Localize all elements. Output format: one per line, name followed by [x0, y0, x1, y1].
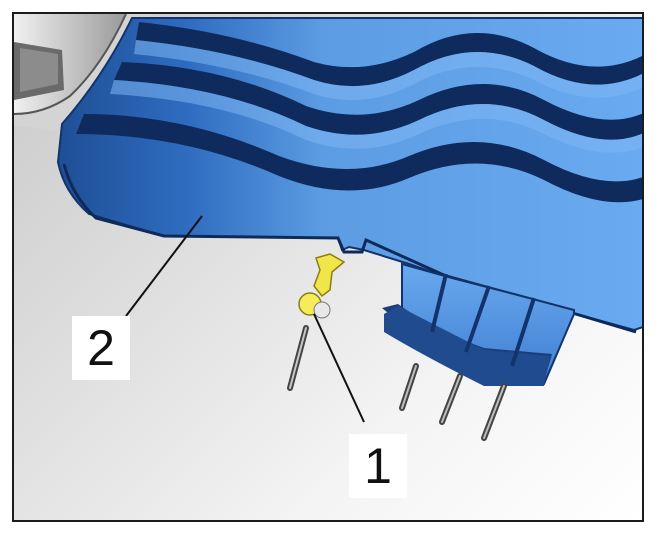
diagram-frame: 2 1 — [12, 12, 644, 522]
connector — [382, 262, 575, 441]
retaining-clip — [298, 253, 346, 319]
callout-label-1: 1 — [349, 434, 407, 498]
diagram-illustration — [14, 14, 642, 441]
callout-label-2: 2 — [72, 316, 130, 380]
leader-line-1 — [313, 313, 365, 423]
leader-line-2 — [125, 215, 203, 317]
blue-cover — [56, 17, 642, 334]
